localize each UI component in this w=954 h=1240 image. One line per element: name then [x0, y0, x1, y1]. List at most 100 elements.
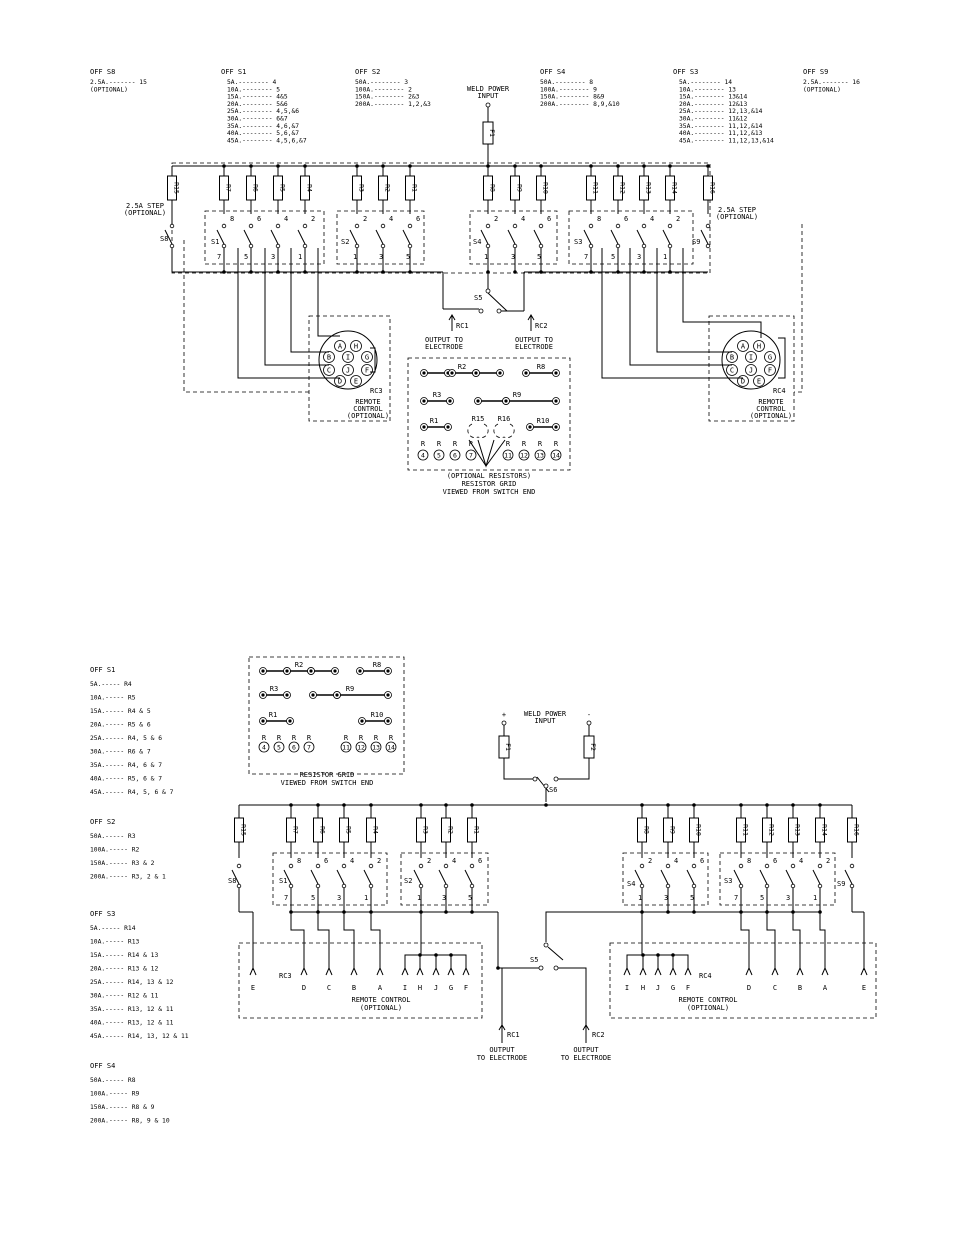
terminal-arrow — [771, 966, 779, 976]
terminal-label: G — [671, 984, 675, 992]
switch-label: S9 — [692, 238, 700, 246]
switch-pin-label: 4 — [452, 857, 456, 865]
wire — [601, 248, 743, 379]
terminal-open-circle — [169, 243, 175, 249]
wire — [370, 347, 376, 373]
switch-blade — [785, 869, 794, 885]
connector-pin — [361, 364, 373, 376]
wire — [468, 439, 487, 467]
legend-line: (OPTIONAL) — [803, 86, 841, 93]
resistor-label: R3 — [422, 826, 430, 834]
junction-dot — [554, 399, 558, 403]
remote-label: REMOTE CONTROL — [351, 996, 410, 1004]
grid-terminal-label: 13 — [536, 452, 544, 460]
grid-r-label: R — [554, 440, 559, 448]
switch-pin-label: 7 — [734, 894, 738, 902]
terminal-open-circle — [485, 288, 491, 294]
switch-pin-label: 6 — [478, 857, 482, 865]
terminal-arrow — [654, 966, 662, 976]
terminal-open-circle — [512, 243, 518, 249]
switch-pin-label: 5 — [244, 253, 248, 261]
resistor-label: R10 — [695, 824, 703, 836]
terminal-open-circle — [538, 223, 544, 229]
switch-label: S2 — [404, 877, 412, 885]
resistor-label: R1 — [473, 826, 481, 834]
pin-label: D — [338, 378, 342, 386]
legend-line: 50A.-------- 8 — [540, 79, 593, 86]
connector-pin — [334, 340, 346, 352]
grid-terminal-label: 12 — [520, 452, 528, 460]
resistor-label: R16 — [853, 824, 861, 836]
rc-label: RC2 — [535, 322, 548, 330]
legend-line: 15A.----- R4 & 5 — [90, 708, 151, 715]
switch-blade — [686, 869, 695, 885]
grid-caption: VIEWED FROM SWITCH END — [443, 488, 536, 496]
switch-pin-label: 2 — [377, 857, 381, 865]
junction-dot — [671, 953, 675, 957]
switch-group-s3-bottom — [719, 852, 836, 906]
terminal-open-circle — [532, 776, 538, 782]
terminal-arrow — [249, 966, 257, 976]
switch-blade — [402, 229, 411, 245]
terminal-label: H — [418, 984, 422, 992]
connector-pin — [745, 364, 757, 376]
terminal-label: D — [302, 984, 306, 992]
switch-label: S4 — [627, 880, 635, 888]
wire — [237, 248, 340, 379]
terminal-open-circle — [443, 863, 449, 869]
switch-blade — [583, 229, 592, 245]
terminal-label: C — [773, 984, 777, 992]
legend-line: 150A.-------- 2&3 — [355, 94, 420, 101]
junction-dot — [333, 669, 337, 673]
terminal-arrow — [416, 966, 424, 976]
junction-dot — [528, 425, 532, 429]
switch-pin-label: 4 — [521, 215, 525, 223]
legend-line: 10A.----- R13 — [90, 939, 139, 946]
legend-heading: OFF S2 — [355, 68, 380, 76]
terminal-arrow — [325, 966, 333, 976]
switch-blade — [660, 869, 669, 885]
terminal-open-circle — [275, 243, 281, 249]
switch-s5-blade — [487, 292, 508, 312]
junction-dot — [355, 270, 359, 274]
grid-terminal-label: 14 — [387, 744, 395, 752]
switch-pin-label: 2 — [648, 857, 652, 865]
switch-pin-label: 4 — [284, 215, 288, 223]
terminal-label: I — [403, 984, 407, 992]
terminal-open-circle — [478, 308, 484, 314]
pin-label: J — [346, 367, 350, 375]
grid-resistor-label: R10 — [371, 711, 384, 719]
terminal-open-circle — [553, 776, 559, 782]
pin-label: I — [749, 354, 753, 362]
switch-blade — [270, 229, 279, 245]
grid-terminal — [258, 741, 270, 753]
terminal-label: A — [378, 984, 383, 992]
legend-line: 200A.-------- 1,2,&3 — [355, 101, 431, 108]
wire — [370, 912, 381, 968]
terminal-arrow — [401, 966, 409, 976]
terminal-label: E — [251, 984, 255, 992]
switch-group-s1-bottom — [272, 852, 388, 906]
optional-wire — [794, 224, 803, 393]
grid-terminal — [303, 741, 315, 753]
junction-dot — [422, 399, 426, 403]
grid-terminal — [502, 449, 514, 461]
junction-dot — [641, 953, 645, 957]
resistor-label: R6 — [252, 184, 260, 192]
switch-pin-label: 3 — [337, 894, 341, 902]
junction-dot — [386, 719, 390, 723]
junction-dot — [474, 371, 478, 375]
wire — [792, 912, 801, 968]
grid-caption: RESISTOR GRID — [300, 771, 355, 779]
switch-s8 — [164, 229, 173, 245]
legend-line: 10A.-------- 5 — [227, 86, 280, 93]
legend-line: 100A.-------- 2 — [355, 86, 412, 93]
junction-dot — [422, 371, 426, 375]
switch-pin-label: 8 — [230, 215, 234, 223]
connector-pin — [764, 364, 776, 376]
switch-pin-label: 6 — [773, 857, 777, 865]
rc-label: RC4 — [773, 387, 786, 395]
switch-blade — [662, 229, 671, 245]
legend-line: 30A.-------- 6&7 — [227, 116, 288, 123]
grid-terminal — [534, 449, 546, 461]
